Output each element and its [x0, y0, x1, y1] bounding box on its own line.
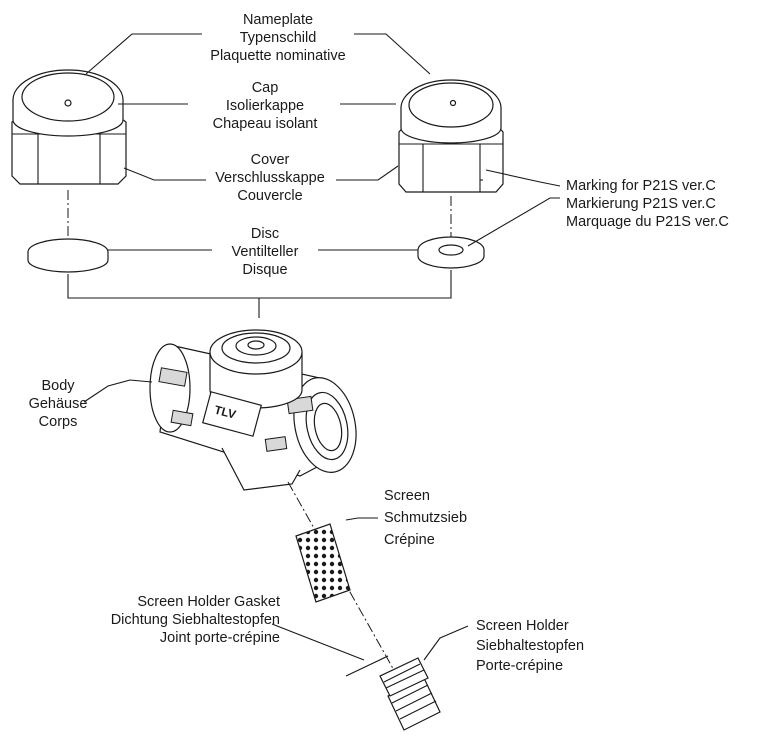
body-label-en: Body	[41, 378, 75, 394]
gasket-label-fr: Joint porte-crépine	[160, 630, 280, 646]
label-screen-holder: Screen Holder Siebhaltestopfen Porte-cré…	[476, 618, 584, 674]
body-label-de: Gehäuse	[29, 396, 88, 412]
disc-label-de: Ventilteller	[232, 244, 299, 260]
label-body: Body Gehäuse Corps	[29, 378, 88, 430]
cap-label-en: Cap	[252, 80, 279, 96]
label-disc: Disc Ventilteller Disque	[232, 226, 299, 278]
left-cap	[12, 69, 124, 137]
screen-holder-part	[379, 657, 441, 731]
screen-holder-label-en: Screen Holder	[476, 618, 569, 634]
nameplate-label-de: Typenschild	[240, 30, 317, 46]
cover-label-fr: Couvercle	[237, 188, 302, 204]
marking-label-fr: Marquage du P21S ver.C	[566, 214, 729, 230]
right-cap	[400, 79, 502, 144]
vertical-axis-line	[287, 481, 405, 689]
nameplate-label-en: Nameplate	[243, 12, 313, 28]
label-marking: Marking for P21S ver.C Markierung P21S v…	[566, 178, 729, 230]
label-nameplate: Nameplate Typenschild Plaquette nominati…	[210, 12, 345, 64]
screen-holder-label-fr: Porte-crépine	[476, 658, 563, 674]
screen-label-fr: Crépine	[384, 532, 435, 548]
right-disc	[417, 236, 485, 269]
body-part: TLV	[149, 329, 357, 491]
label-screen: Screen Schmutzsieb Crépine	[384, 488, 467, 548]
marking-label-de: Markierung P21S ver.C	[566, 196, 716, 212]
left-disc	[27, 238, 109, 273]
label-cover: Cover Verschlusskappe Couvercle	[215, 152, 325, 204]
gasket-label-en: Screen Holder Gasket	[137, 594, 280, 610]
body-logo-text: TLV	[213, 403, 238, 422]
screen-part	[295, 523, 351, 603]
disc-label-fr: Disque	[242, 262, 287, 278]
screen-label-de: Schmutzsieb	[384, 510, 467, 526]
disc-label-en: Disc	[251, 226, 279, 242]
cap-label-fr: Chapeau isolant	[213, 116, 318, 132]
screen-label-en: Screen	[384, 488, 430, 504]
cover-label-en: Cover	[251, 152, 290, 168]
screen-holder-label-de: Siebhaltestopfen	[476, 638, 584, 654]
marking-label-en: Marking for P21S ver.C	[566, 178, 716, 194]
left-cap-assembly	[11, 69, 127, 273]
cap-label-de: Isolierkappe	[226, 98, 304, 114]
nameplate-label-fr: Plaquette nominative	[210, 48, 345, 64]
gasket-part	[345, 655, 389, 677]
body-label-fr: Corps	[39, 414, 78, 430]
label-screen-holder-gasket: Screen Holder Gasket Dichtung Siebhaltes…	[111, 594, 280, 646]
right-cap-assembly	[398, 79, 504, 269]
cover-label-de: Verschlusskappe	[215, 170, 325, 186]
label-cap: Cap Isolierkappe Chapeau isolant	[213, 80, 318, 132]
leader-lines	[83, 33, 561, 661]
gasket-label-de: Dichtung Siebhaltestopfen	[111, 612, 280, 628]
